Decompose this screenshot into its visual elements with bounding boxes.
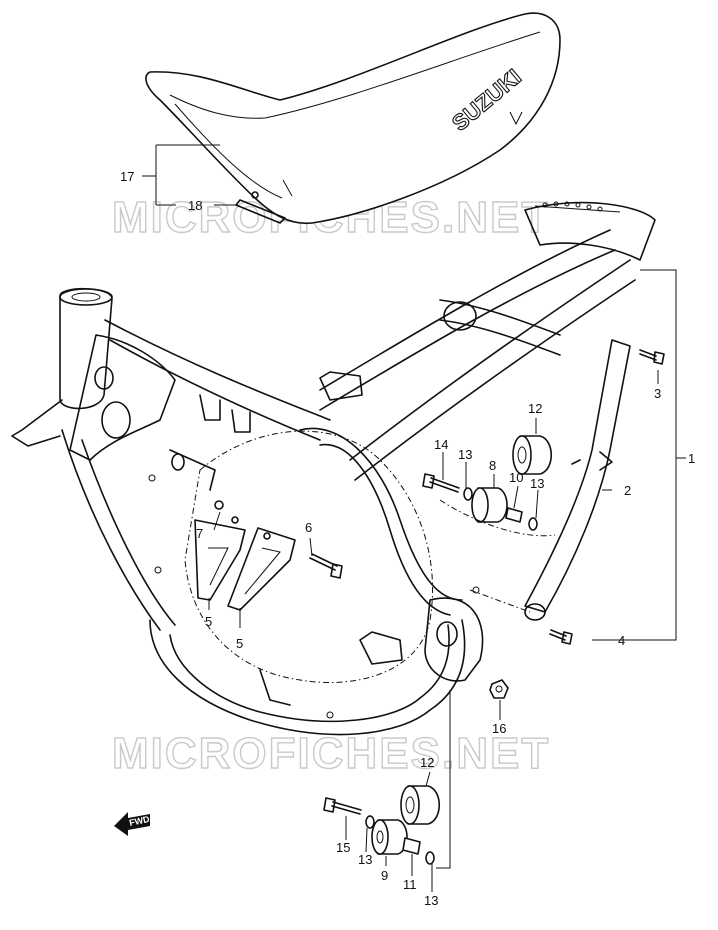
- watermark-bottom: MICROFICHES.NET: [112, 729, 550, 778]
- seat-fastener: [235, 191, 286, 224]
- cushion-8: [471, 487, 508, 523]
- engine-mount-bracket-left: [194, 516, 246, 601]
- callout-2: 2: [624, 483, 631, 498]
- bolt-4: [549, 629, 573, 645]
- callout-5-left: 5: [205, 614, 212, 629]
- washer-13-bottom-right: [425, 851, 435, 865]
- bolt-14: [422, 473, 460, 493]
- engine-mount-bracket-right: [227, 527, 296, 611]
- seat: SUZUKI: [145, 12, 561, 225]
- callout-13-top-right: 13: [530, 476, 544, 491]
- forward-direction-arrow: FWD: [114, 812, 151, 836]
- callout-10: 10: [509, 470, 523, 485]
- bushing-12-bottom: [400, 785, 441, 825]
- callout-6: 6: [305, 520, 312, 535]
- bolt-7: [214, 500, 224, 510]
- bolt-15: [323, 797, 362, 815]
- spacer-10: [505, 507, 523, 523]
- cushion-9: [371, 819, 408, 855]
- callout-13-bottom-left: 13: [358, 852, 372, 867]
- callout-8: 8: [489, 458, 496, 473]
- washer-13-top-right: [528, 517, 538, 531]
- washer-13-bottom-left: [365, 815, 375, 829]
- fwd-label: FWD: [128, 814, 151, 828]
- callout-5-right: 5: [236, 636, 243, 651]
- bolt-6: [309, 553, 343, 579]
- callout-15: 15: [336, 840, 350, 855]
- callout-9: 9: [381, 868, 388, 883]
- callout-18: 18: [188, 198, 202, 213]
- nut-16: [489, 679, 509, 699]
- callout-7: 7: [196, 526, 203, 541]
- spacer-11: [402, 837, 421, 855]
- callout-13-top-left: 13: [458, 447, 472, 462]
- callout-12-bottom: 12: [420, 755, 434, 770]
- callout-4: 4: [618, 633, 625, 648]
- callout-labels: 1 2 3 4 5 5 6 7 8 9 10 11 12 12 13 13 13…: [120, 169, 695, 908]
- bolt-3: [639, 349, 665, 365]
- washer-13-top-left: [463, 487, 473, 501]
- callout-16: 16: [492, 721, 506, 736]
- main-frame: [11, 201, 656, 736]
- callout-12-top: 12: [528, 401, 542, 416]
- callout-1: 1: [688, 451, 695, 466]
- callout-11: 11: [403, 877, 417, 892]
- rear-loop-holes: [542, 201, 603, 212]
- rear-frame-stay: [524, 339, 631, 621]
- leader-lines: [142, 144, 686, 892]
- callout-14: 14: [434, 437, 448, 452]
- bushing-12-top: [512, 435, 553, 475]
- callout-17: 17: [120, 169, 134, 184]
- callout-3: 3: [654, 386, 661, 401]
- callout-13-bottom-right: 13: [424, 893, 438, 908]
